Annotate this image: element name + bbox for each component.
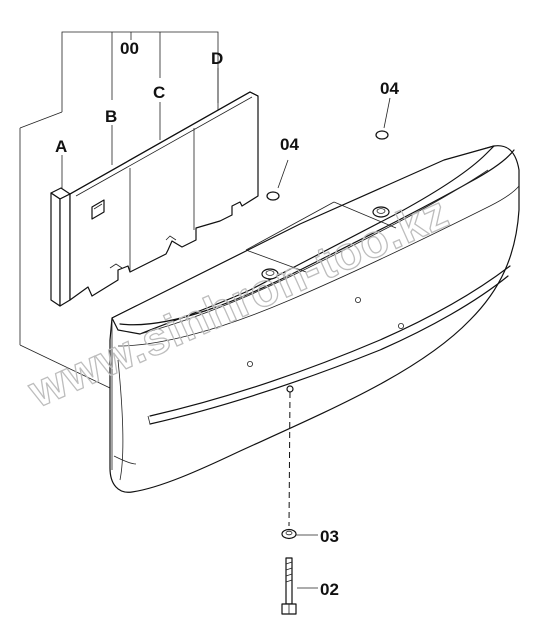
label-plug-right: 04 xyxy=(380,79,399,98)
plug-right-leader xyxy=(383,97,391,129)
label-part-c: C xyxy=(153,83,165,102)
plug-left-leader xyxy=(277,159,289,189)
assembly-leader-lines xyxy=(19,31,219,389)
label-assembly-00: 00 xyxy=(120,39,139,58)
label-part-b: B xyxy=(105,107,117,126)
label-washer: 03 xyxy=(320,527,339,546)
counterweight-body xyxy=(109,145,520,493)
label-part-d: D xyxy=(211,49,223,68)
label-bolt: 02 xyxy=(320,580,339,599)
parts-bcd-plates xyxy=(69,91,259,301)
part-a-plate xyxy=(50,187,71,307)
washer-part xyxy=(281,528,318,540)
label-plug-left: 04 xyxy=(280,135,299,154)
label-part-a: A xyxy=(55,137,67,156)
plug-right-part xyxy=(375,130,389,140)
bolt-axis-line xyxy=(288,391,291,527)
plug-left-part xyxy=(266,191,280,201)
bolt-part xyxy=(281,557,318,615)
